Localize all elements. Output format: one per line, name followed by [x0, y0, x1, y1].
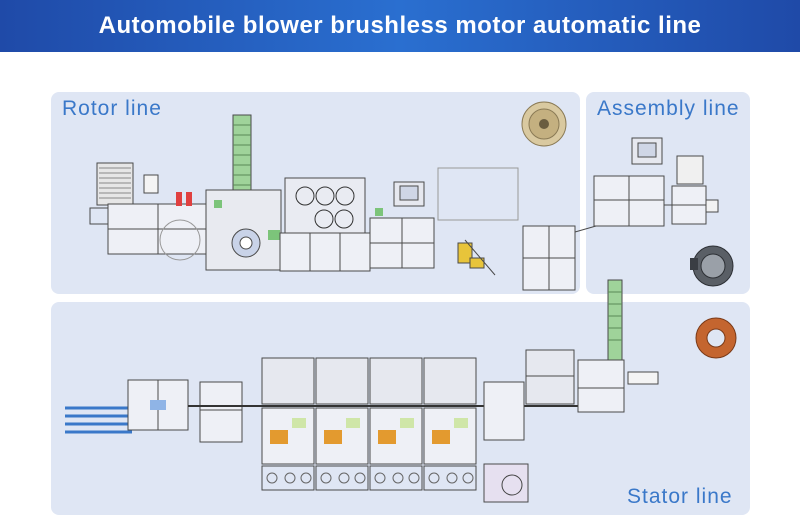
- stator-line-machines: [65, 279, 659, 503]
- title-banner: Automobile blower brushless motor automa…: [0, 0, 800, 52]
- stator-line-label: Stator line: [627, 485, 733, 508]
- blower-motor-icon: [690, 245, 734, 287]
- rotor-line-machines: [89, 114, 597, 291]
- assembly-line-label: Assembly line: [597, 97, 740, 120]
- assembly-line-machines: [593, 137, 719, 227]
- rotor-line-label: Rotor line: [62, 97, 162, 120]
- stator-part-icon: [695, 317, 737, 359]
- page-title: Automobile blower brushless motor automa…: [98, 12, 702, 39]
- rotor-part-icon: [521, 101, 567, 147]
